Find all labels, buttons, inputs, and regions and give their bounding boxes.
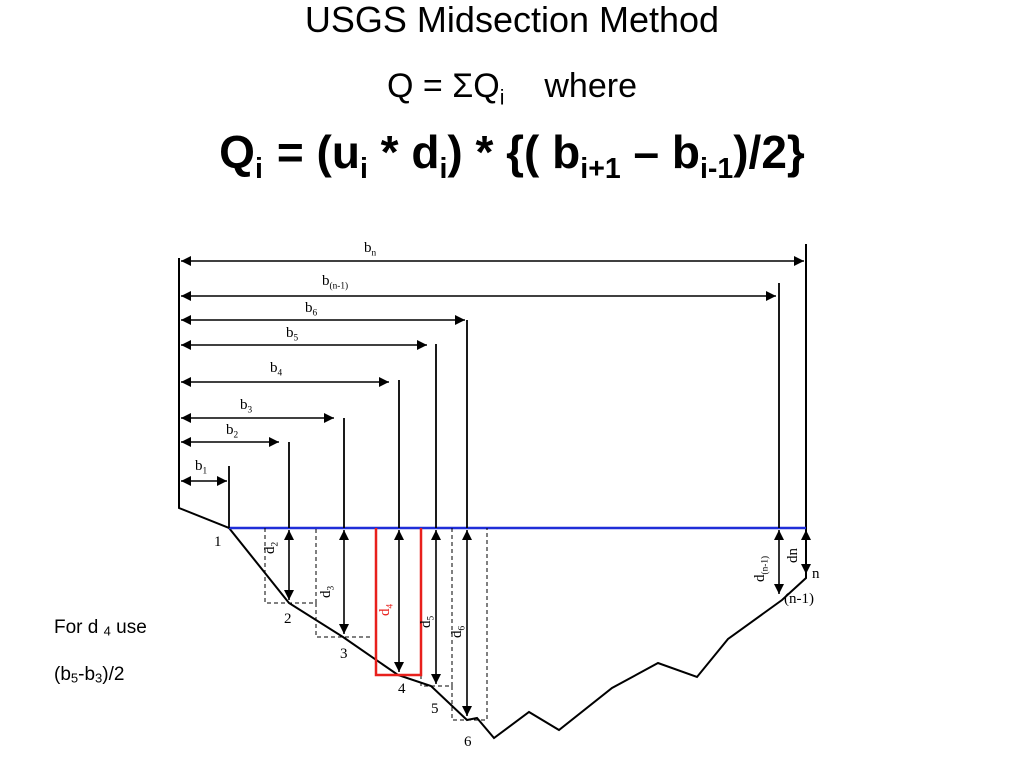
- label-b6-base: b: [305, 300, 313, 316]
- label-b4: b4: [270, 360, 283, 379]
- label-d6: d6: [449, 625, 468, 639]
- label-d6-base: d: [449, 630, 465, 639]
- subsection-box-3: [315, 603, 371, 638]
- label-b4-sub: 4: [277, 368, 283, 379]
- label-d5: d5: [418, 615, 437, 629]
- label-d5-sub: 5: [426, 615, 437, 621]
- formula-q-sub: i: [254, 152, 263, 185]
- vertical-stations: [228, 283, 780, 528]
- label-d6-sub: 6: [457, 625, 468, 631]
- formula-b-prev: – b: [633, 126, 700, 178]
- label-b-n-1-sub: (n-1): [329, 281, 349, 292]
- formula-q: Q: [219, 126, 255, 178]
- label-d5-base: d: [418, 620, 434, 629]
- label-d2-sub: 2: [270, 541, 281, 547]
- channel-bed-outline: [178, 244, 807, 740]
- sum-formula-lhs: Q = ΣQ: [387, 67, 500, 105]
- formula-d-sub: i: [439, 152, 448, 185]
- sum-formula-where: where: [544, 67, 637, 105]
- label-d-n-1: d(n-1): [752, 555, 771, 583]
- note-line-1: For d 4 use: [54, 617, 147, 639]
- label-b4-base: b: [270, 360, 278, 376]
- note-line-2-sub2: 3: [95, 670, 103, 686]
- note-line-2-sub1: 5: [70, 670, 79, 686]
- point-label-1: 1: [214, 534, 222, 550]
- label-d4-base: d: [377, 608, 393, 617]
- label-b2-base: b: [226, 422, 234, 438]
- label-d3-base: d: [318, 590, 334, 599]
- label-d2: d2: [262, 541, 281, 555]
- label-b5: b5: [286, 325, 299, 344]
- note-line-1-tail: use: [110, 617, 147, 638]
- label-d3: d3: [318, 585, 337, 599]
- label-bn-base: b: [364, 240, 372, 256]
- point-label-n: n: [812, 566, 820, 582]
- width-arrows: [181, 256, 804, 486]
- label-b-n-1: b(n-1): [322, 273, 349, 292]
- label-b5-base: b: [286, 325, 294, 341]
- label-b1-base: b: [195, 458, 203, 474]
- highlight-box-d4: [374, 528, 423, 677]
- label-b5-sub: 5: [293, 333, 299, 344]
- label-b3-sub: 3: [247, 405, 253, 416]
- note-line-1-text: For d: [54, 617, 104, 638]
- label-d2-base: d: [262, 546, 278, 555]
- label-dn-base: dn: [785, 548, 801, 563]
- formula-b-next-sub: i+1: [580, 152, 621, 185]
- label-b6: b6: [305, 300, 318, 319]
- point-label-3: 3: [340, 646, 348, 662]
- label-d4: d4: [377, 603, 396, 617]
- label-b6-sub: 6: [312, 308, 318, 319]
- point-label-n-1: (n-1): [784, 591, 814, 607]
- sum-formula-subscript: i: [499, 86, 505, 110]
- note-line-2: (b5-b3)/2: [54, 664, 124, 686]
- label-b-n-1-base: b: [322, 273, 330, 289]
- subsection-box-6: [451, 528, 488, 721]
- subsection-box-2: [264, 528, 317, 604]
- label-d3-sub: 3: [326, 585, 337, 591]
- formula-u-sub: i: [359, 152, 368, 185]
- midsection-formula: Qi= (ui * di) * {( bi+1 – bi-1)/2}: [0, 124, 1024, 183]
- formula-u: = (u: [276, 126, 360, 178]
- label-d-n-1-base: d: [752, 574, 768, 583]
- label-d-n-1-sub: (n-1): [760, 555, 771, 575]
- formula-tail: )/2}: [733, 126, 805, 178]
- point-label-5: 5: [431, 701, 439, 717]
- label-b3: b3: [240, 397, 253, 416]
- label-bn: bn: [364, 240, 377, 259]
- label-dn: dn: [785, 548, 802, 563]
- label-b1-sub: 1: [202, 466, 208, 477]
- label-b3-base: b: [240, 397, 248, 413]
- formula-b-next: ) * {( b: [447, 126, 581, 178]
- note-line-2-mid: -b: [78, 664, 96, 685]
- depth-arrows: [284, 530, 811, 716]
- point-label-6: 6: [464, 734, 472, 750]
- note-line-2-open: (b: [54, 664, 71, 685]
- label-b2: b2: [226, 422, 239, 441]
- note-line-2-tail: )/2: [102, 664, 125, 685]
- point-label-2: 2: [284, 611, 292, 627]
- page-title: USGS Midsection Method: [304, 0, 720, 40]
- point-label-4: 4: [398, 681, 406, 697]
- formula-d: * d: [380, 126, 440, 178]
- sum-formula: Q = ΣQi where: [0, 66, 1024, 110]
- label-d4-sub: 4: [385, 603, 396, 609]
- label-b2-sub: 2: [233, 430, 239, 441]
- note-line-1-sub: 4: [103, 623, 111, 639]
- formula-b-prev-sub: i-1: [699, 152, 734, 185]
- label-bn-sub: n: [371, 248, 377, 259]
- label-b1: b1: [195, 458, 208, 477]
